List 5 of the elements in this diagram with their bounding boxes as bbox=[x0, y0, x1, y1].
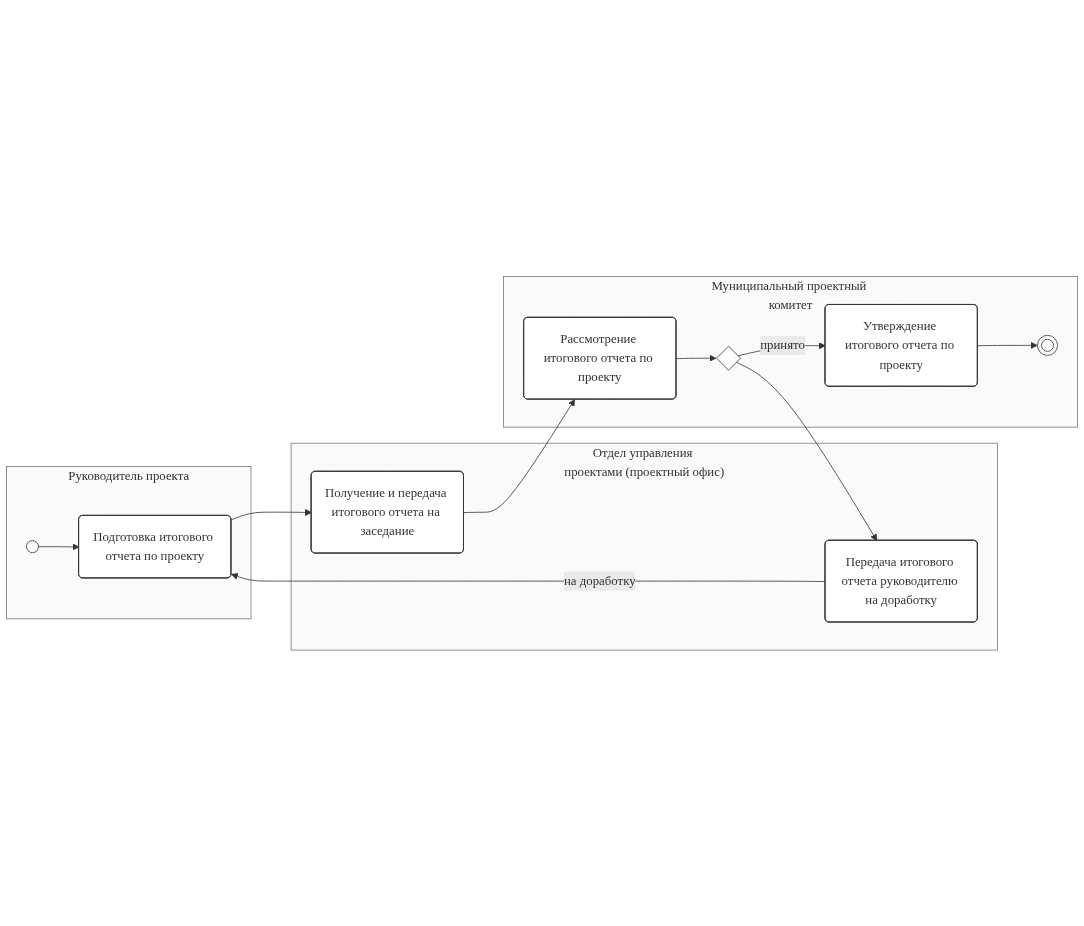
edge-label: на доработку bbox=[563, 573, 636, 588]
node-circle bbox=[26, 540, 39, 553]
node-diamond bbox=[716, 345, 741, 371]
edge-label: принято bbox=[760, 337, 805, 352]
node-double-circle bbox=[1037, 334, 1058, 356]
